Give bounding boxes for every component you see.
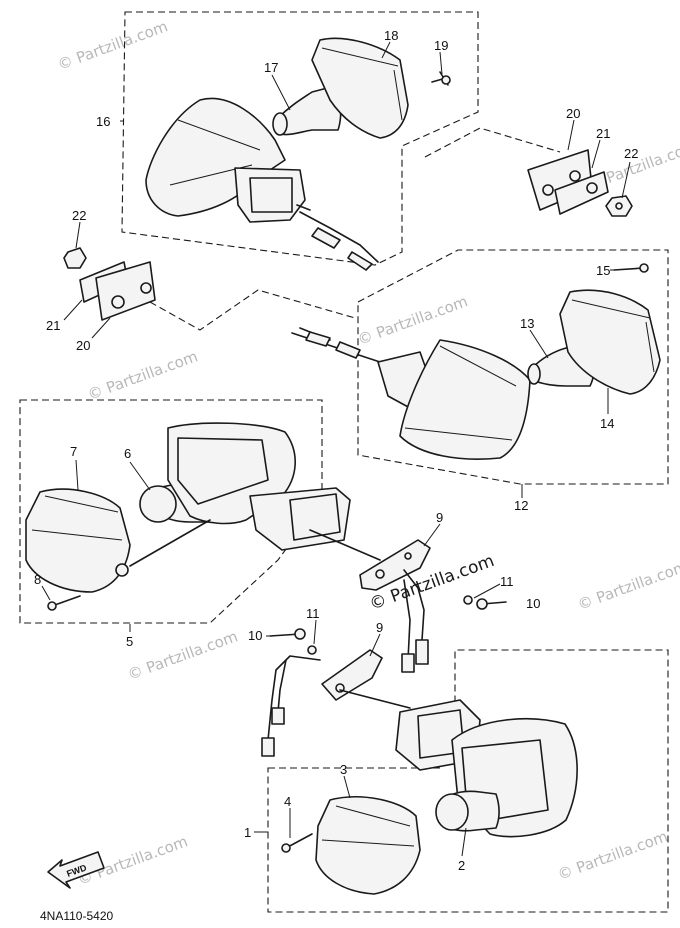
callout-14: 14 [600, 416, 614, 431]
washer-11-right [463, 595, 473, 605]
callout-20-right: 20 [566, 106, 580, 121]
damper-assembly-right [527, 149, 633, 217]
watermark-text: © Partzilla.com [575, 557, 680, 614]
leader-lines [41, 41, 631, 857]
lens-top-left [145, 97, 286, 217]
group-5-boundary [19, 399, 323, 624]
callout-16: 16 [96, 114, 110, 129]
callout-18: 18 [384, 28, 398, 43]
damper-20-left [95, 261, 156, 321]
group-16-boundary [121, 11, 479, 266]
callout-labels: 16 17 18 19 20 21 22 22 21 20 15 13 14 1… [34, 28, 638, 873]
stay-9-lower [321, 649, 383, 701]
callout-8: 8 [34, 572, 41, 587]
callout-3: 3 [340, 762, 347, 777]
callout-21-right: 21 [596, 126, 610, 141]
stay-hardware [261, 539, 507, 757]
wire-route-left [149, 289, 356, 331]
damper-assembly-left [63, 247, 156, 321]
screw-15 [613, 267, 645, 271]
lens-18 [311, 37, 409, 139]
wire-route-upper [424, 127, 561, 158]
lamp-assembly-bottom [281, 689, 578, 895]
watermark-layer: © Partzilla.com © Partzilla.com © Partzi… [55, 17, 680, 889]
watermark-text: © Partzilla.com [85, 347, 200, 404]
callout-11-right: 11 [500, 574, 514, 589]
nut-22-right [605, 195, 633, 217]
nut-22-left [63, 247, 87, 269]
watermark-text: © Partzilla.com [355, 292, 470, 349]
watermark-text: © Partzilla.com [555, 827, 670, 884]
lamp-assembly-top-left [145, 37, 451, 271]
callout-19: 19 [434, 38, 448, 53]
callout-20-left: 20 [76, 338, 90, 353]
callout-10-left: 10 [248, 628, 262, 643]
lamp-assembly-left [25, 422, 381, 611]
washer-11-left [307, 645, 317, 655]
plate-21-right [554, 171, 609, 215]
screw-8 [51, 595, 81, 607]
lamp-assembly-right [291, 263, 661, 460]
screw-4 [285, 833, 313, 849]
diagram-code: 4NA110-5420 [40, 909, 113, 923]
callout-7: 7 [70, 444, 77, 459]
lens-7 [25, 488, 131, 593]
callout-1: 1 [244, 825, 251, 840]
callout-17: 17 [264, 60, 278, 75]
callout-2: 2 [458, 858, 465, 873]
callout-11-left: 11 [306, 606, 320, 621]
watermark-text: © Partzilla.com [125, 627, 240, 684]
callout-4: 4 [284, 794, 291, 809]
callout-10-right: 10 [526, 596, 540, 611]
callout-22-left: 22 [72, 208, 86, 223]
callout-6: 6 [124, 446, 131, 461]
group-12-boundary [357, 249, 669, 485]
watermark-text: © Partzilla.com [55, 17, 170, 74]
housing-top-left [234, 167, 306, 223]
callout-12: 12 [514, 498, 528, 513]
callout-9-lower: 9 [376, 620, 383, 635]
callout-5: 5 [126, 634, 133, 649]
lens-right [399, 339, 531, 460]
callout-15: 15 [596, 263, 610, 278]
lens-14 [559, 289, 661, 395]
callout-22-right: 22 [624, 146, 638, 161]
callout-9-upper: 9 [436, 510, 443, 525]
fwd-arrow: FWD [47, 851, 105, 889]
callout-21-left: 21 [46, 318, 60, 333]
callout-13: 13 [520, 316, 534, 331]
